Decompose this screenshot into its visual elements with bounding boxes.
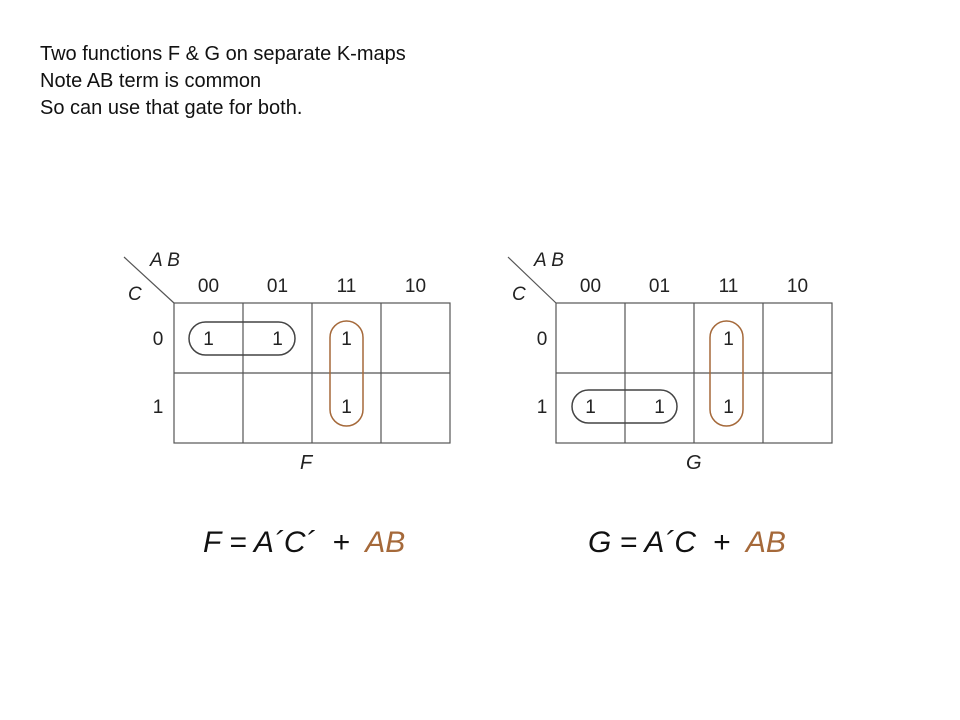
kmap-g-col-header: 01 — [648, 276, 671, 297]
kmap-g-group-ab — [709, 320, 744, 427]
note-line-3: So can use that gate for both. — [40, 97, 303, 119]
equation-g-common-term: AB — [745, 526, 786, 559]
kmap-f-cell: 1 — [272, 329, 283, 350]
note-line-1: Two functions F & G on separate K-maps — [40, 43, 406, 65]
kmap-g-col-header: 00 — [579, 276, 602, 297]
equation-g: G = A´C + AB — [588, 526, 786, 560]
equation-f-common-term: AB — [365, 526, 406, 559]
equation-f-plus: + — [332, 526, 350, 559]
kmap-f-col-header: 00 — [197, 276, 220, 297]
kmap-f-cell: 1 — [341, 329, 352, 350]
kmap-g-cell: 1 — [723, 329, 734, 350]
kmap-f-corner-diagonal — [123, 256, 175, 304]
equation-f-lhs: F = A´C´ — [203, 526, 316, 559]
note-line-2: Note AB term is common — [40, 70, 262, 92]
kmap-g-col-header: 10 — [786, 276, 809, 297]
kmap-g-cell: 1 — [654, 397, 665, 418]
notes-text: Two functions F & G on separate K-maps N… — [40, 41, 406, 122]
kmap-g-group-ac — [571, 389, 678, 424]
kmap-g-cell: 1 — [723, 397, 734, 418]
kmap-f-name: F — [300, 452, 313, 474]
kmap-f-group-ab — [329, 320, 364, 427]
kmap-g-var-c: C — [512, 284, 526, 305]
equation-g-lhs: G = A´C — [588, 526, 697, 559]
kmap-f-row-header: 1 — [152, 397, 164, 418]
kmap-f-col-header: 11 — [336, 276, 357, 297]
kmap-g-cell: 1 — [585, 397, 596, 418]
kmap-f-col-header: 01 — [266, 276, 289, 297]
kmap-g-row-header: 1 — [536, 397, 548, 418]
kmap-f-cell: 1 — [341, 397, 352, 418]
kmap-f-cell: 1 — [203, 329, 214, 350]
kmap-g-row-header: 0 — [536, 329, 548, 350]
kmap-g-var-ab: A B — [534, 250, 564, 271]
kmap-g-corner-diagonal — [507, 256, 557, 304]
kmap-f: A B C 00 01 11 10 0 1 1 1 1 1 F — [110, 240, 470, 480]
kmap-g-col-header: 11 — [718, 276, 739, 297]
kmap-f-var-c: C — [128, 284, 142, 305]
kmap-g: A B C 00 01 11 10 0 1 1 1 1 1 G — [494, 240, 854, 480]
equation-f: F = A´C´ + AB — [203, 526, 405, 560]
equation-g-plus: + — [712, 526, 731, 559]
kmap-f-row-header: 0 — [152, 329, 164, 350]
kmap-f-var-ab: A B — [150, 250, 180, 271]
kmap-f-grid — [123, 256, 451, 444]
kmap-g-name: G — [686, 452, 702, 474]
kmap-f-group-ac — [188, 321, 296, 356]
kmap-f-col-header: 10 — [404, 276, 427, 297]
kmap-g-grid — [507, 256, 833, 444]
